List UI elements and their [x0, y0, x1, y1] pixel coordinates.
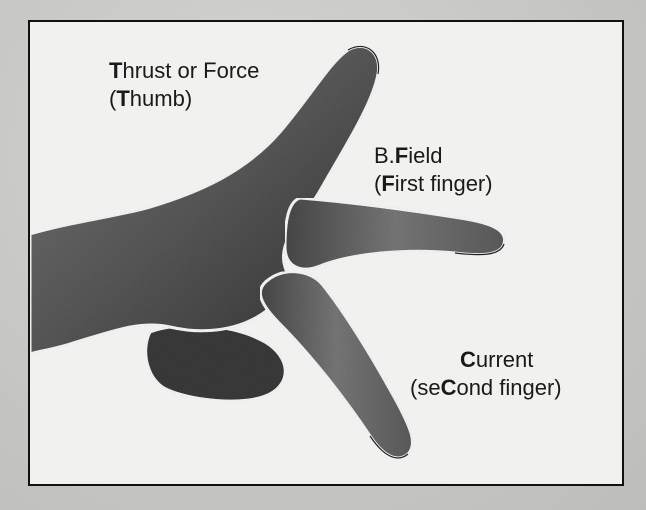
thumb-initial: T	[109, 58, 123, 83]
thumb-label-line1: Thrust or Force	[109, 57, 259, 85]
first-label-line1: B.Field	[374, 142, 493, 170]
first-label-prefix: B.	[374, 143, 395, 168]
curled-fingers	[144, 323, 287, 403]
diagram-frame: Thrust or Force (Thumb) B.Field (First f…	[28, 20, 624, 486]
first-finger	[283, 196, 507, 271]
first-initial-2: F	[381, 171, 395, 196]
thumb-label-line2: (Thumb)	[109, 85, 259, 113]
second-label-text: urrent	[475, 347, 534, 372]
second-initial: C	[460, 347, 476, 372]
second-initial-2: C	[440, 375, 457, 400]
hand-illustration	[30, 44, 507, 460]
palm-and-thumb	[30, 44, 381, 356]
thumb-label-name: humb)	[129, 86, 193, 111]
first-label-line2: (First finger)	[374, 170, 493, 198]
thumb-initial-2: T	[116, 86, 130, 111]
first-label-text: ield	[408, 143, 443, 168]
thumb-paren-open: (	[109, 86, 117, 111]
thumb-label: Thrust or Force (Thumb)	[109, 57, 259, 113]
first-paren-open: (	[374, 171, 382, 196]
thumb-label-text: hrust or Force	[122, 58, 260, 83]
second-label-line2: (seCond finger)	[410, 374, 562, 402]
first-initial: F	[394, 143, 409, 168]
second-finger-label: Current (seCond finger)	[410, 346, 562, 402]
first-label-name: irst finger)	[394, 171, 493, 196]
first-finger-label: B.Field (First finger)	[374, 142, 493, 198]
second-label-line1: Current	[410, 346, 562, 374]
second-label-name: ond finger)	[456, 375, 562, 400]
second-paren-open: (se	[410, 375, 441, 400]
